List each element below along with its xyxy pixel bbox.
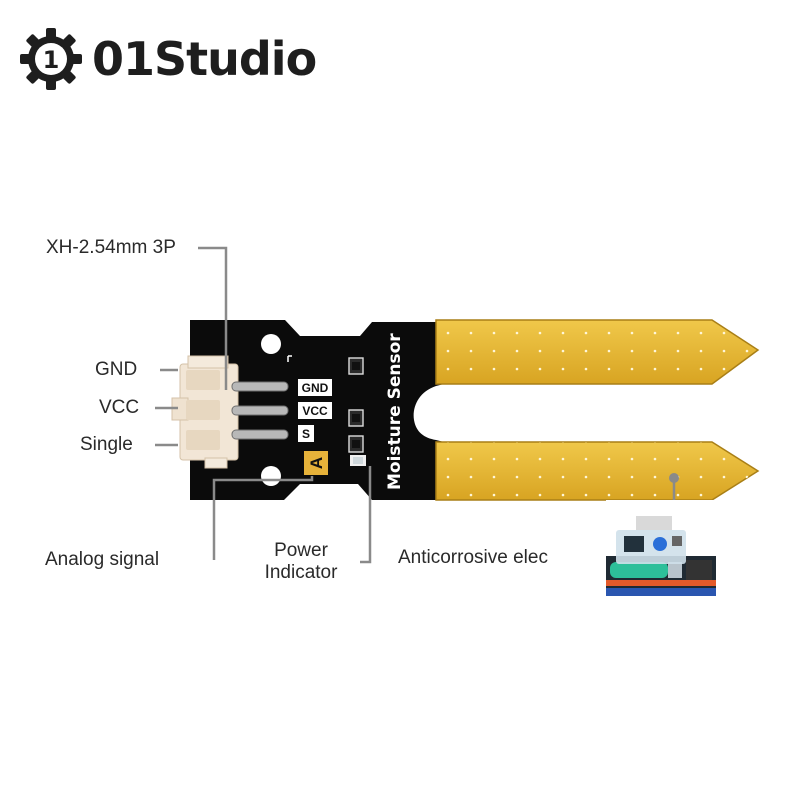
brand-name: 01Studio xyxy=(92,32,317,86)
lower-electrode xyxy=(435,441,760,501)
led-icon xyxy=(350,455,366,466)
brand-logo: 1 01Studio xyxy=(18,26,317,92)
marker-dot xyxy=(669,473,679,483)
label-signal: Single xyxy=(80,434,133,455)
silk-a: A xyxy=(307,457,326,469)
label-electrode: Anticorrosive elec xyxy=(398,547,548,568)
label-analog: Analog signal xyxy=(45,549,160,570)
label-power-line1: Power xyxy=(274,540,328,561)
smd-icon xyxy=(348,357,364,453)
label-vcc: VCC xyxy=(99,397,140,418)
silk-gnd: GND xyxy=(302,381,329,395)
silk-vcc: VCC xyxy=(302,404,328,418)
pin-icon xyxy=(231,381,289,440)
label-power-line2: Indicator xyxy=(264,562,338,583)
xh-connector xyxy=(171,355,239,469)
silk-s: S xyxy=(302,427,310,441)
hole-icon xyxy=(261,466,281,486)
board-title: Moisture Sensor xyxy=(385,333,405,490)
upper-electrode xyxy=(435,319,760,385)
dev-board-icon xyxy=(606,516,716,596)
label-power: Power Indicator xyxy=(256,540,346,584)
label-connector: XH-2.54mm 3P xyxy=(46,237,176,258)
logo-glyph: 1 xyxy=(43,46,60,74)
gear-logo-icon: 1 xyxy=(20,28,82,90)
hole-icon xyxy=(261,334,281,354)
label-gnd: GND xyxy=(95,359,138,380)
dev-board-photo xyxy=(606,500,716,596)
